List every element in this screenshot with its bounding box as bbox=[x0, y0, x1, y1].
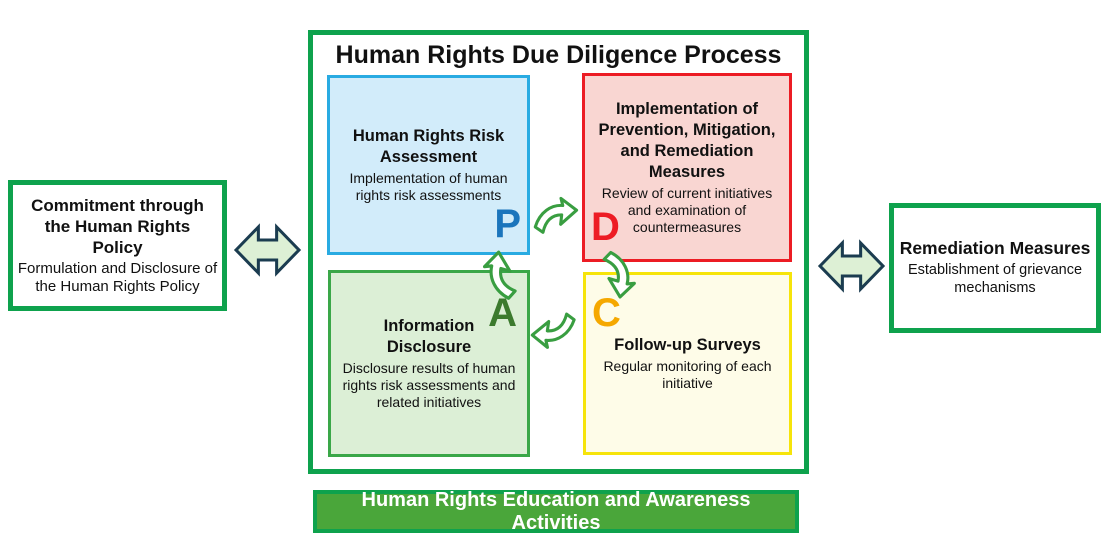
quadrant-plan: Human Rights Risk Assessment Implementat… bbox=[327, 75, 530, 255]
left-double-arrow-icon bbox=[234, 223, 301, 277]
arrow-check-to-act-icon bbox=[530, 312, 576, 349]
remediation-measures-box: Remediation Measures Establishment of gr… bbox=[889, 203, 1101, 333]
plan-title: Human Rights Risk Assessment bbox=[352, 126, 505, 166]
right-double-arrow-icon bbox=[818, 239, 885, 293]
check-title: Follow-up Surveys bbox=[614, 335, 761, 354]
plan-subtitle: Implementation of human rights risk asse… bbox=[349, 170, 508, 204]
arrow-act-to-plan-icon bbox=[482, 250, 517, 300]
quadrant-do: Implementation of Prevention, Mitigation… bbox=[582, 73, 792, 262]
remediation-measures-title: Remediation Measures bbox=[899, 238, 1091, 259]
education-awareness-label: Human Rights Education and Awareness Act… bbox=[361, 488, 751, 534]
act-subtitle: Disclosure results of human rights risk … bbox=[342, 359, 516, 411]
pdca-letter-p: P bbox=[494, 202, 521, 246]
double-arrow-shape bbox=[234, 223, 301, 277]
pdca-letter-d: D bbox=[591, 205, 620, 249]
commitment-policy-box: Commitment through the Human Rights Poli… bbox=[8, 180, 227, 311]
curved-arrow-shape bbox=[530, 312, 576, 349]
curved-arrow-shape bbox=[602, 250, 636, 299]
arrow-do-to-check-icon bbox=[602, 250, 636, 299]
pdca-letter-c: C bbox=[592, 291, 621, 335]
curved-arrow-shape bbox=[533, 196, 579, 234]
curved-arrow-shape bbox=[482, 250, 517, 300]
do-subtitle: Review of current initiatives and examin… bbox=[601, 185, 773, 236]
education-awareness-banner: Human Rights Education and Awareness Act… bbox=[313, 488, 799, 534]
act-title: Information Disclosure bbox=[383, 316, 475, 356]
process-title: Human Rights Due Diligence Process bbox=[335, 41, 782, 69]
quadrant-check: Follow-up Surveys Regular monitoring of … bbox=[583, 272, 792, 455]
double-arrow-shape bbox=[818, 239, 885, 293]
quadrant-act: Information Disclosure Disclosure result… bbox=[328, 270, 530, 457]
commitment-policy-subtitle: Formulation and Disclosure of the Human … bbox=[17, 259, 218, 296]
arrow-plan-to-do-icon bbox=[533, 196, 579, 234]
remediation-measures-subtitle: Establishment of grievance mechanisms bbox=[907, 262, 1083, 296]
pdca-letter-a: A bbox=[488, 291, 517, 335]
do-title: Implementation of Prevention, Mitigation… bbox=[598, 99, 776, 181]
check-subtitle: Regular monitoring of each initiative bbox=[603, 357, 772, 392]
due-diligence-process-box: Human Rights Due Diligence Process Human… bbox=[308, 30, 809, 474]
commitment-policy-title: Commitment through the Human Rights Poli… bbox=[31, 195, 204, 257]
